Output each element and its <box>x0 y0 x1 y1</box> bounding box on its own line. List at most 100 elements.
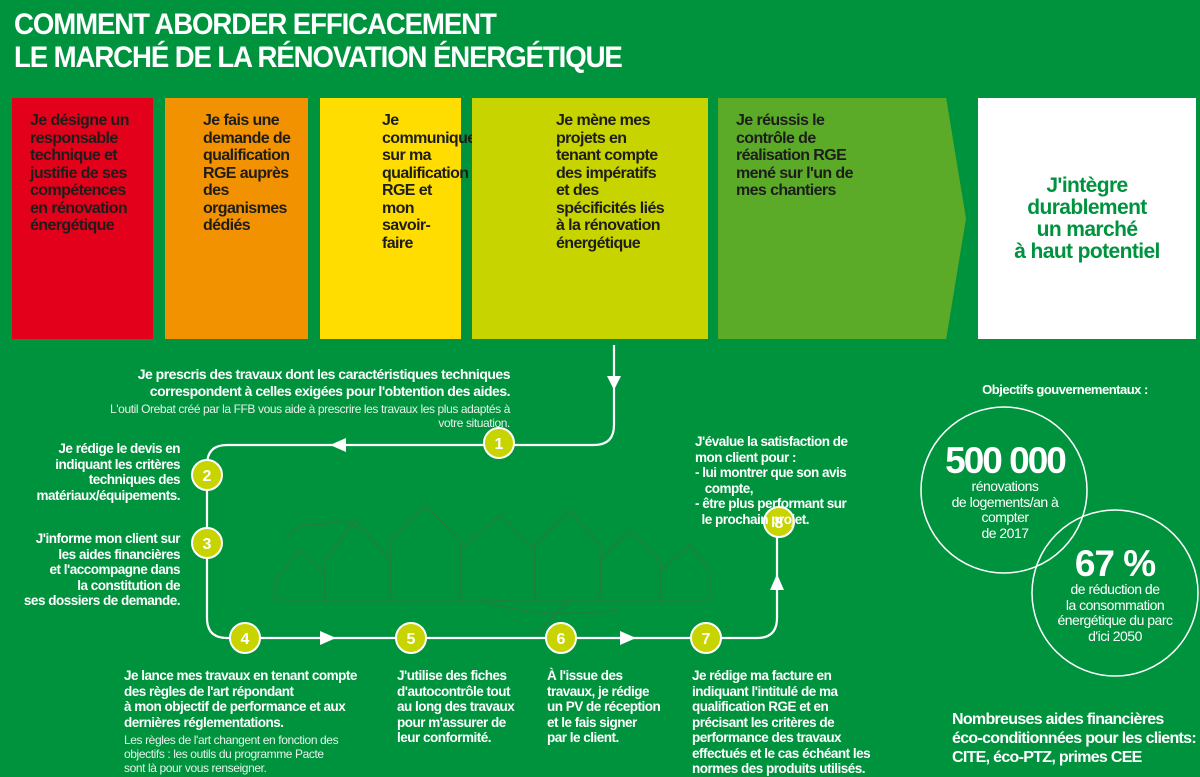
step-circle <box>690 622 722 654</box>
step-circle <box>763 506 795 538</box>
objective-text: de réduction de <box>1070 581 1160 597</box>
aids-line: CITE, éco-PTZ, primes CEE <box>952 749 1142 766</box>
aids-line: éco-conditionnées pour les clients: <box>952 730 1197 747</box>
step-note: Les règles de l'art changent en fonction… <box>124 733 339 747</box>
step-text: le prochain projet. <box>695 511 810 527</box>
step-text: Je rédige ma facture en <box>692 668 832 683</box>
title-line: COMMENT ABORDER EFFICACEMENT <box>14 8 497 41</box>
outcome-text: un marché <box>1036 217 1138 241</box>
step-text: dernières réglementations. <box>124 714 284 730</box>
stage-text: savoir-faire <box>382 217 431 252</box>
step-circle <box>191 459 223 491</box>
objective-text: d'ici 2050 <box>1088 627 1142 644</box>
stage-text: à la rénovation <box>556 217 661 234</box>
objective-circle <box>1031 509 1199 677</box>
step-number: 6 <box>557 631 566 648</box>
stage-text: contrôle de <box>736 129 816 147</box>
stage-text: dédiés <box>203 217 251 234</box>
stage-text: réalisation RGE <box>736 147 847 164</box>
aids-line: Nombreuses aides financières <box>952 711 1164 728</box>
step-text: par le client. <box>547 730 619 745</box>
objective-text: rénovations <box>971 478 1039 494</box>
step-text: au long des travaux <box>397 699 515 714</box>
step-marker-8: 8 <box>763 506 795 538</box>
stage-text: qualification <box>203 147 290 164</box>
step-text: pour m'assurer de <box>397 714 506 730</box>
stage-text: Je mène mes <box>556 112 651 129</box>
objective-text: énergétique du parc <box>1057 612 1173 628</box>
stage-text: RGE auprès des <box>203 164 289 200</box>
step-text: précisant les critères de <box>692 714 835 730</box>
stage-text: responsable <box>30 129 118 147</box>
stage-text: mené sur l'un de <box>736 164 854 182</box>
step-note: sont là pour vous renseigner. <box>124 761 267 775</box>
arrow-down-icon <box>607 376 621 390</box>
step-note: L'outil Orebat créé par la FFB vous aide… <box>110 402 510 430</box>
arrow-right-icon <box>320 631 336 645</box>
step-number: 8 <box>775 515 784 532</box>
step-text: correspondent à celles exigées pour l'ob… <box>149 383 511 399</box>
objective-circle <box>920 406 1088 574</box>
outcome-text: J'intègre <box>1046 173 1128 197</box>
step-text: Je rédige le devis en <box>58 441 180 456</box>
step-marker-1: 1 <box>483 427 515 459</box>
step-text: travaux, je rédige <box>547 683 650 699</box>
stage-text: justifie de ses <box>30 164 127 182</box>
stage-text: sur ma <box>382 147 431 164</box>
objective-text: de logements/an à <box>951 493 1059 510</box>
step-marker-3: 3 <box>191 527 223 559</box>
step-text: qualification RGE et en <box>692 699 829 714</box>
objective-value: 67 % <box>1074 543 1156 584</box>
step-text: J'informe mon client sur <box>35 531 181 546</box>
stage-text: et des <box>556 182 599 199</box>
step-number: 7 <box>702 631 711 648</box>
stage-text: compétences <box>30 182 126 199</box>
step-text: et le fais signer <box>547 714 637 730</box>
step-number: 5 <box>407 631 416 648</box>
step-note: objectifs : les outils du programme Pact… <box>124 747 324 761</box>
stage-text: spécificités liés <box>556 199 665 217</box>
step-marker-4: 4 <box>229 622 261 654</box>
stage-text: énergétique <box>30 217 115 234</box>
stage-text: qualification <box>382 164 469 182</box>
objective-text: la consommation <box>1065 596 1165 613</box>
arrow-left-icon <box>330 438 346 452</box>
step-text: mon client pour : <box>695 449 797 465</box>
step-marker-7: 7 <box>690 622 722 654</box>
stage-text: demande de <box>203 129 291 147</box>
step-circle <box>395 622 427 654</box>
stage-text: en rénovation <box>30 199 128 217</box>
financial-aids-text: Nombreuses aides financières éco-conditio… <box>952 710 1200 767</box>
stage-text: énergétique <box>556 234 641 252</box>
step-text: d'autocontrôle tout <box>397 683 510 699</box>
step-number: 4 <box>241 631 250 648</box>
step-text: matériaux/équipements. <box>36 487 180 503</box>
objective-text: de 2017 <box>981 524 1029 541</box>
stage-text: projets en <box>556 129 627 147</box>
stage-text: Je réussis le <box>736 112 825 129</box>
step-text: compte, <box>695 480 754 496</box>
objectives-heading: Objectifs gouvernementaux : <box>982 382 1148 397</box>
step-text: techniques des <box>88 472 181 487</box>
stage-text: RGE et mon <box>382 182 432 217</box>
step-number: 2 <box>203 468 212 485</box>
step-circle <box>191 527 223 559</box>
outcome-text: à haut potentiel <box>1014 239 1160 263</box>
step-text: - lui montrer que son avis <box>695 465 847 480</box>
step-text: normes des produits utilisés. <box>692 761 866 776</box>
arrow-up-icon <box>770 574 784 590</box>
step-text: indiquant l'intitulé de ma <box>692 683 838 699</box>
step-text: indiquant les critères <box>55 456 180 472</box>
